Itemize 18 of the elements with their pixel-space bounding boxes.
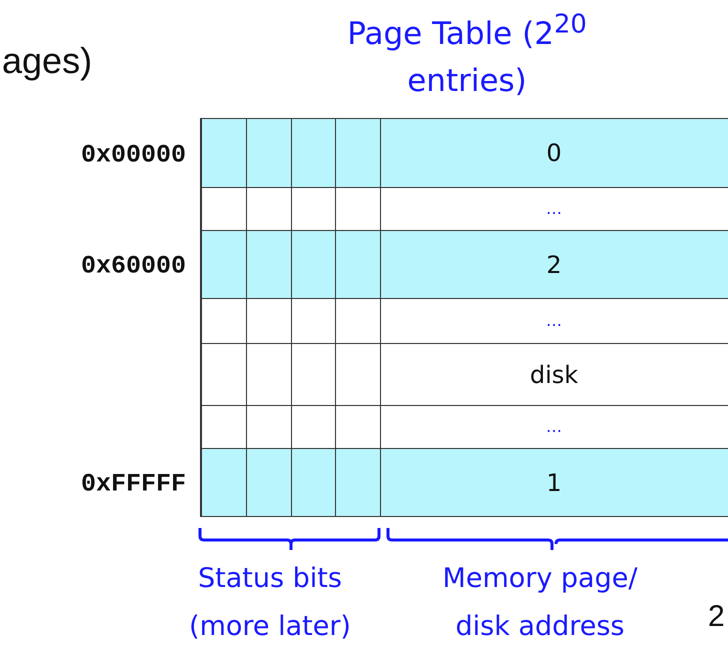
address-label: 0x60000 [80, 252, 186, 280]
slide-text: ages) [2, 40, 92, 82]
slide-text: 2 [708, 600, 725, 634]
table-title: Page Table (2$^{20}$ entries) [347, 9, 587, 102]
table-row [200, 118, 728, 188]
bracket-label: Status bits (more later) [188, 562, 352, 644]
address-label: 0xFFFFF [80, 470, 186, 498]
ellipsis: … [546, 313, 562, 329]
entry-value: 1 [546, 470, 562, 494]
bracket-label: Memory page/ disk address [442, 562, 638, 644]
ellipsis: … [546, 419, 562, 435]
entry-value: 0 [546, 141, 562, 165]
table-row [200, 448, 728, 517]
ellipsis: … [546, 201, 562, 217]
address-label: 0x00000 [80, 140, 186, 169]
entry-value: 2 [546, 252, 562, 276]
entry-value: disk [530, 362, 578, 386]
table-row [200, 230, 728, 299]
